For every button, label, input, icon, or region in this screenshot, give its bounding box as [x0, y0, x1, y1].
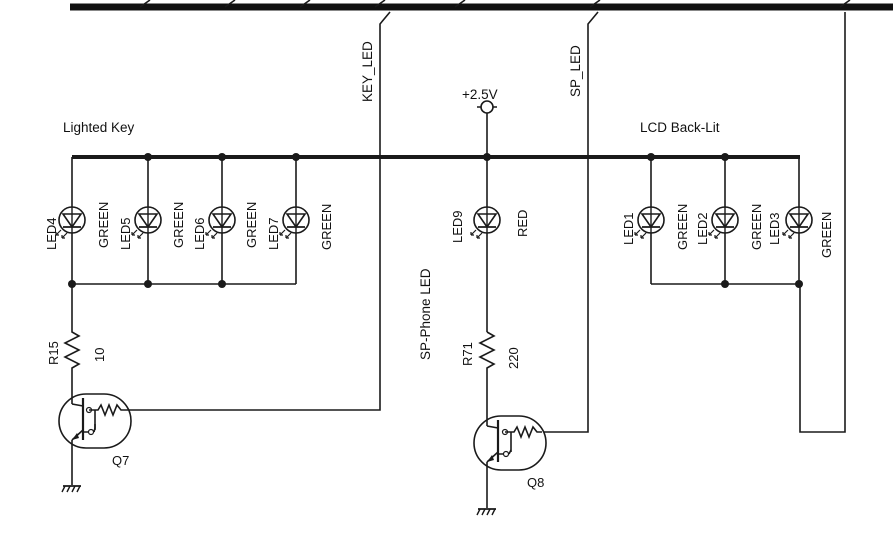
- middle-led-wiring: [483, 153, 491, 332]
- right-return-wire: [799, 12, 846, 433]
- led-led5: LED5 GREEN: [118, 202, 186, 250]
- led5-color: GREEN: [171, 202, 186, 248]
- led9-color: RED: [515, 210, 530, 237]
- sp-led-net: SP_LED: [542, 11, 599, 433]
- led-led7: LED7 GREEN: [266, 204, 334, 250]
- led-led4: LED4 GREEN: [44, 202, 111, 250]
- r15-ref: R15: [46, 341, 61, 365]
- led4-ref: LED4: [44, 217, 59, 250]
- led7-ref: LED7: [266, 217, 281, 250]
- sp-led-label: SP_LED: [568, 45, 583, 97]
- led7-color: GREEN: [319, 204, 334, 250]
- led3-color: GREEN: [819, 212, 834, 258]
- led3-ref: LED3: [767, 212, 782, 245]
- led9-ref: LED9: [450, 210, 465, 243]
- lcd-backlit-label: LCD Back-Lit: [640, 120, 720, 135]
- q8-ref: Q8: [527, 475, 544, 490]
- r71-ref: R71: [460, 342, 475, 366]
- resistor-r15: R15 10: [46, 284, 107, 395]
- led2-color: GREEN: [749, 204, 764, 250]
- key-led-label: KEY_LED: [360, 41, 375, 102]
- lighted-key-label: Lighted Key: [63, 120, 135, 135]
- q7-ref: Q7: [112, 453, 129, 468]
- r15-value: 10: [92, 348, 107, 362]
- led-led3: LED3 GREEN: [767, 206, 834, 258]
- transistor-q8: Q8: [473, 415, 547, 516]
- top-bus: [70, 0, 893, 11]
- power-label: +2.5V: [462, 87, 498, 102]
- transistor-q7: Q7: [58, 393, 132, 493]
- led4-color: GREEN: [96, 202, 111, 248]
- sp-phone-led-label: SP-Phone LED: [418, 268, 433, 360]
- led2-ref: LED2: [695, 212, 710, 245]
- resistor-r71: R71 220: [460, 331, 521, 418]
- led5-ref: LED5: [118, 217, 133, 250]
- power-symbol: +2.5V: [462, 87, 498, 157]
- led-led1: LED1 GREEN: [621, 204, 690, 250]
- led-led2: LED2 GREEN: [695, 204, 764, 250]
- led6-color: GREEN: [244, 202, 259, 248]
- led1-ref: LED1: [621, 212, 636, 245]
- led1-color: GREEN: [675, 204, 690, 250]
- led6-ref: LED6: [192, 217, 207, 250]
- led-led9: LED9 RED: [450, 206, 530, 243]
- r71-value: 220: [506, 347, 521, 369]
- led-led6: LED6 GREEN: [192, 202, 259, 250]
- key-led-net: KEY_LED: [130, 11, 391, 411]
